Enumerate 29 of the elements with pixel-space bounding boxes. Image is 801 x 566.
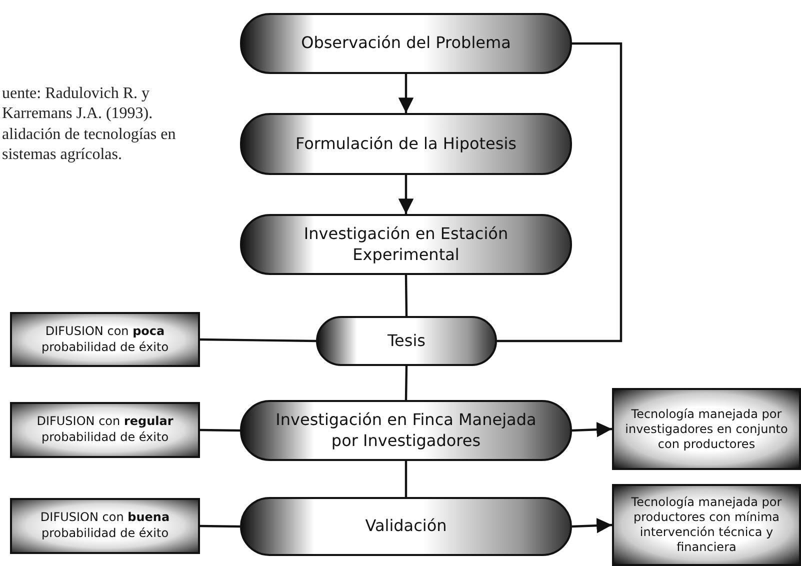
node-text: DIFUSION con buena probabilidad de éxito [39,510,171,542]
node-text: Formulación de la Hipotesis [295,134,517,154]
connector-line [404,274,408,316]
node-text: Tesis [387,330,426,352]
outcome-box [10,312,200,367]
result-box [612,484,801,566]
connector-line [200,524,240,528]
process-pill [316,316,497,366]
connector-line [497,42,622,342]
node-text: Validación [365,516,447,537]
node-text: Tecnología manejada por productores con mínima intervención técnica y financiera [630,495,783,555]
outcome-box [10,402,200,458]
node-text: Investigación en Finca Manejada por Investigadores [274,410,538,452]
node-text: Tecnología manejada por investigadores en conjunto con productores [624,406,789,452]
node-text: Observación del Problema [301,33,511,54]
source-note: uente: Radulovich R. y Karremans J.A. (1993). alidación de tecnologías en sistemas agrícolas. [2,84,177,166]
connector-line [200,338,316,342]
node-text: DIFUSION con poca probabilidad de éxito [40,324,170,356]
result-box [612,388,801,470]
connector-line [404,366,408,400]
arrow [572,422,612,438]
arrow [572,518,612,534]
connector-line [200,428,240,432]
node-text: Investigación en Estación Experimental [302,224,510,266]
connector-line [404,461,408,497]
outcome-box [10,498,200,554]
arrow [398,175,414,214]
node-text: DIFUSION con regular probabilidad de éxito [36,414,174,446]
arrow [398,74,414,113]
